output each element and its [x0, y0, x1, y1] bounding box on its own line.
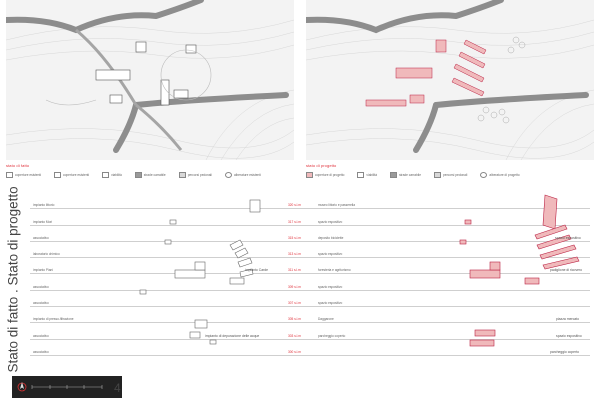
legend-item: percorsi pedonali: [178, 172, 212, 178]
legend-swatch: [134, 172, 142, 178]
legend-label: percorsi pedonali: [187, 173, 212, 177]
legend-item: alberature di progetto: [480, 172, 520, 178]
row-label: laboratorio chimico: [33, 252, 60, 256]
row-label: impianto Piani: [33, 268, 54, 272]
program-label: Daggarone: [318, 317, 334, 321]
row-label: associativo: [33, 285, 49, 289]
legend-item: strade carrabile: [134, 172, 166, 178]
legend-item: viabilità: [357, 172, 377, 178]
level-line: [30, 225, 590, 226]
program-label: museo littorio e passerella: [318, 203, 356, 207]
legend-swatch: [178, 172, 186, 178]
page-number: 4: [114, 381, 121, 395]
row-label: associativo: [33, 236, 49, 240]
program-label: spazio espositivo: [318, 220, 343, 224]
legend-item: percorsi pedonali: [434, 172, 467, 178]
elevation-value: 315 s.l.m: [288, 236, 301, 240]
program-label: spazio espositivo: [318, 285, 343, 289]
legend-label: viabilità: [366, 173, 378, 177]
vertical-title: Stato di fatto . Stato di progetto: [5, 186, 21, 373]
legend-item: coperture di progetto: [306, 172, 344, 178]
legend-label: alberature di progetto: [489, 173, 520, 177]
row-label: impianto di presso-filtrazione: [33, 317, 74, 321]
program-label: spazio espositivo: [318, 301, 343, 305]
legend-item: alberature esistenti: [224, 172, 261, 178]
site-plan-existing: [6, 0, 294, 160]
legend-swatch: [6, 172, 13, 178]
level-line: [30, 355, 590, 356]
project-plan-title: stato di progetto: [306, 163, 337, 168]
legend-label: coperture di progetto: [315, 173, 345, 177]
legend-item: viabilità: [102, 172, 122, 178]
legend-swatch: [224, 172, 232, 178]
legend-swatch: [306, 172, 313, 178]
legend-label: coperture esistenti: [15, 173, 42, 177]
elevation-value: 303 s.l.m: [288, 334, 301, 338]
impianto-label: impianto Carde: [245, 268, 268, 272]
legend-item: coperture esistenti: [6, 172, 41, 178]
right-plan-label: parcheggio coperto: [550, 350, 580, 354]
site-plan-project-drawing: [306, 0, 594, 160]
existing-plan-legend: coperture esistenti coperture esistenti …: [6, 170, 274, 180]
program-label: parcheggio coperto: [318, 334, 346, 338]
elevation-value: 300 s.l.m: [288, 350, 301, 354]
program-label: deposito biciclette: [318, 236, 344, 240]
level-line: [30, 241, 590, 242]
legend-label: coperture esistenti: [63, 173, 90, 177]
level-line: [30, 257, 590, 258]
elevation-value: 307 s.l.m: [288, 301, 301, 305]
elevation-value: 305 s.l.m: [288, 317, 301, 321]
elevation-value: 320 s.l.m: [288, 203, 301, 207]
legend-swatch: [480, 172, 488, 178]
legend-label: alberature esistenti: [233, 173, 261, 177]
legend-label: strade carrabile: [143, 173, 166, 177]
legend-swatch: [390, 172, 398, 178]
elevation-value: 317 s.l.m: [288, 220, 301, 224]
legend-swatch: [434, 172, 442, 178]
project-plan-legend: coperture di progetto viabilità strade c…: [306, 170, 533, 180]
elevation-value: 309 s.l.m: [288, 285, 301, 289]
legend-swatch: [54, 172, 62, 178]
site-plan-existing-drawing: [6, 0, 294, 160]
level-line: [30, 322, 590, 323]
elevation-value: 311 s.l.m: [288, 268, 301, 272]
depurazione-label: impianto di depurazione delle acque: [205, 334, 260, 338]
elevation-value: 313 s.l.m: [288, 252, 301, 256]
right-plan-label: padiglione di ricovero: [550, 268, 583, 272]
program-label: foresteria e agriturismo: [318, 268, 351, 272]
site-plan-project: [306, 0, 594, 160]
legend-swatch: [102, 172, 110, 178]
right-plan-label: spazio espositivo: [555, 236, 581, 240]
row-label: impianto littorio: [33, 203, 55, 207]
level-line: [30, 273, 590, 274]
row-label: impianto Mori: [33, 220, 53, 224]
level-line: [30, 339, 590, 340]
existing-buildings-plan: [139, 199, 261, 345]
scale-bar: [12, 376, 122, 398]
level-line: [30, 306, 590, 307]
legend-item: coperture esistenti: [54, 172, 89, 178]
legend-label: strade carrabile: [399, 173, 422, 177]
program-label: spazio espositivo: [318, 252, 343, 256]
row-label: associativo: [33, 334, 49, 338]
legend-label: viabilità: [111, 173, 122, 177]
right-plan-label: piazza mercato: [556, 317, 579, 321]
legend-item: strade carrabile: [390, 172, 421, 178]
row-label: associativo: [33, 301, 49, 305]
legend-swatch: [357, 172, 365, 178]
right-plan-label: spazio espositivo: [556, 334, 582, 338]
level-line: [30, 290, 590, 291]
level-line: [30, 208, 590, 209]
project-buildings-plan: [459, 194, 580, 347]
existing-plan-title: stato di fatto: [6, 163, 30, 168]
row-label: associativo: [33, 350, 49, 354]
legend-label: percorsi pedonali: [443, 173, 468, 177]
